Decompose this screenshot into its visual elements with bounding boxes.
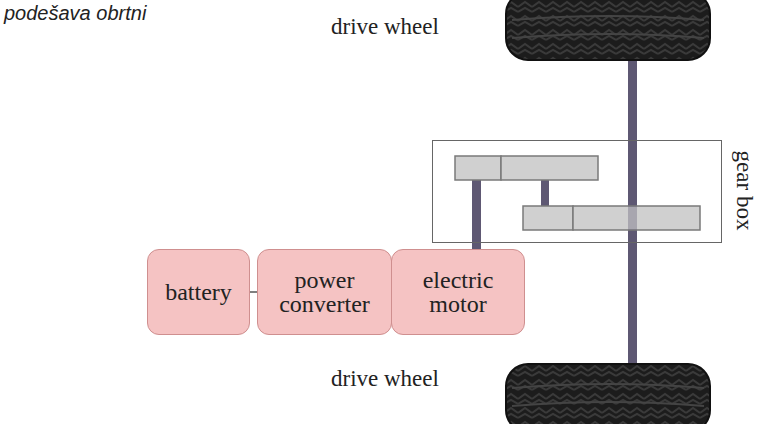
node-label: power converter — [258, 268, 391, 316]
part-label: drive wheel — [331, 14, 439, 40]
converter-box: power converter — [257, 249, 392, 335]
battery-box: battery — [147, 249, 250, 335]
axle-shaft — [628, 55, 637, 370]
intermediate-shaft — [541, 180, 549, 206]
part-label: drive wheel — [331, 366, 439, 392]
node-label: battery — [165, 280, 232, 304]
connector-line — [250, 291, 257, 293]
tire — [506, 0, 710, 60]
gear-box-label: gear box — [733, 151, 756, 231]
motor-shaft — [472, 180, 481, 250]
tire — [506, 364, 710, 424]
node-label: electric motor — [392, 268, 524, 316]
gear-box-outline: gear box — [432, 140, 722, 243]
note-text: podešava obrtni — [4, 2, 146, 25]
gears — [455, 156, 700, 230]
motor-box: electric motor — [391, 249, 525, 335]
